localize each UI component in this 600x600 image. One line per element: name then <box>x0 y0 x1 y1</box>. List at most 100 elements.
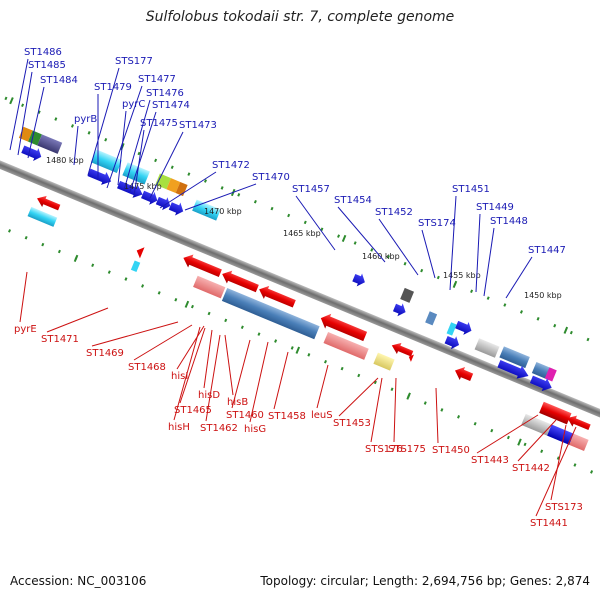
gene-arrow <box>141 190 158 205</box>
callout-label: ST1484 <box>40 75 78 86</box>
gene-box <box>175 181 188 197</box>
gene-box <box>521 413 552 436</box>
tick-dot <box>141 284 145 288</box>
tick-dot <box>8 229 12 233</box>
tick-label: 1455 kbp <box>443 271 481 280</box>
callout-label: ST1460 <box>226 410 264 421</box>
tick-dot <box>586 337 590 342</box>
callout-line <box>19 271 28 323</box>
callout-line <box>231 339 251 409</box>
bottom-callout: ST1471 <box>41 307 109 345</box>
callout-label: ST1458 <box>268 411 306 422</box>
callout-line <box>435 387 439 444</box>
tick-dot <box>540 449 544 454</box>
tick-dot <box>124 277 128 281</box>
inner-tick-dots <box>8 229 594 474</box>
callout-line <box>133 129 145 197</box>
tick-label: 1465 kbp <box>283 229 321 238</box>
tick-dot <box>503 303 507 307</box>
bottom-callout: ST1442 <box>512 419 557 474</box>
tick-dot <box>323 359 327 364</box>
top-callout: ST1470 <box>184 172 290 211</box>
tick-dot <box>157 291 161 295</box>
major-tick <box>73 254 79 263</box>
bottom-callout: pyrE <box>14 271 37 335</box>
callout-label: ST1485 <box>28 60 66 71</box>
gene-arrow <box>455 320 472 335</box>
bottom-callout: hisG <box>244 341 269 435</box>
callout-label: ST1470 <box>252 172 290 183</box>
callout-line <box>73 125 79 166</box>
gene-arrow <box>136 247 145 259</box>
callout-line <box>338 377 379 417</box>
tick-dot <box>207 311 211 316</box>
bottom-callout: ST1450 <box>432 387 470 456</box>
gene-box <box>193 275 226 299</box>
gene-arrow <box>529 375 552 392</box>
tick-label: 1470 kbp <box>204 207 242 216</box>
callout-label: ST1472 <box>212 160 250 171</box>
top-callout: STS174 <box>418 218 456 279</box>
callout-label: ST1442 <box>512 463 550 474</box>
callout-label: pyrC <box>122 99 145 110</box>
callout-line <box>46 307 109 333</box>
gene-box <box>499 346 530 369</box>
top-callout: ST1485 <box>17 60 66 156</box>
callout-line <box>179 327 206 404</box>
top-callout: STS177 <box>87 56 153 176</box>
tick-label: 1450 kbp <box>524 291 562 300</box>
genome-track <box>0 96 600 474</box>
callout-line <box>129 111 157 193</box>
genome-backbone <box>0 125 600 460</box>
callout-label: hisI <box>171 371 188 382</box>
callout-label: pyrE <box>14 324 37 335</box>
bottom-callout: hisH <box>168 326 201 433</box>
tick-dot <box>274 339 278 343</box>
tick-dot <box>420 268 424 273</box>
gene-box <box>539 401 572 425</box>
callout-label: ST1451 <box>452 184 490 195</box>
bottom-callout: ST1465 <box>174 327 212 416</box>
top-callouts: ST1486ST1485ST1484STS177ST1479ST1477pyrB… <box>9 47 566 299</box>
bottom-callout: hisI <box>171 325 205 382</box>
tick-dot <box>91 263 95 268</box>
callout-label: hisH <box>168 422 190 433</box>
tick-dot <box>204 179 208 183</box>
bottom-callout: ST1453 <box>333 377 379 429</box>
tick-dot <box>187 172 191 176</box>
callout-line <box>249 341 269 423</box>
top-callout: ST1452 <box>375 207 419 276</box>
callout-line <box>273 351 289 410</box>
gene-arrow <box>21 145 42 162</box>
callout-label: ST1468 <box>128 362 166 373</box>
tick-dot <box>440 408 444 412</box>
callout-label: ST1453 <box>333 418 371 429</box>
callout-label: ST1448 <box>490 216 528 227</box>
tick-dot <box>519 310 523 314</box>
callout-label: leuS <box>311 410 333 421</box>
callout-label: ST1477 <box>138 74 176 85</box>
bottom-callout: ST1469 <box>86 321 179 359</box>
bottom-callout: STS175 <box>388 377 426 455</box>
bottom-callout: ST1458 <box>268 351 306 422</box>
top-callout: ST1486 <box>9 47 62 151</box>
callout-label: ST1486 <box>24 47 62 58</box>
tick-dot <box>486 296 490 300</box>
tick-dot <box>104 137 108 142</box>
genome-title: Sulfolobus tokodaii str. 7, complete gen… <box>145 9 455 25</box>
bottom-callout: hisB <box>224 334 248 408</box>
bottom-callout: hisD <box>198 329 220 401</box>
tick-dot <box>523 442 527 447</box>
tick-dot <box>357 373 361 378</box>
gene-box <box>90 149 123 173</box>
callout-label: ST1471 <box>41 334 79 345</box>
callout-label: pyrB <box>74 114 97 125</box>
callout-label: ST1457 <box>292 184 330 195</box>
gene-arrow <box>155 196 171 211</box>
callout-label: ST1474 <box>152 100 190 111</box>
gene-arrow <box>391 342 414 357</box>
callout-line <box>517 419 557 462</box>
tick-dot <box>154 158 158 163</box>
callout-line <box>316 364 329 409</box>
